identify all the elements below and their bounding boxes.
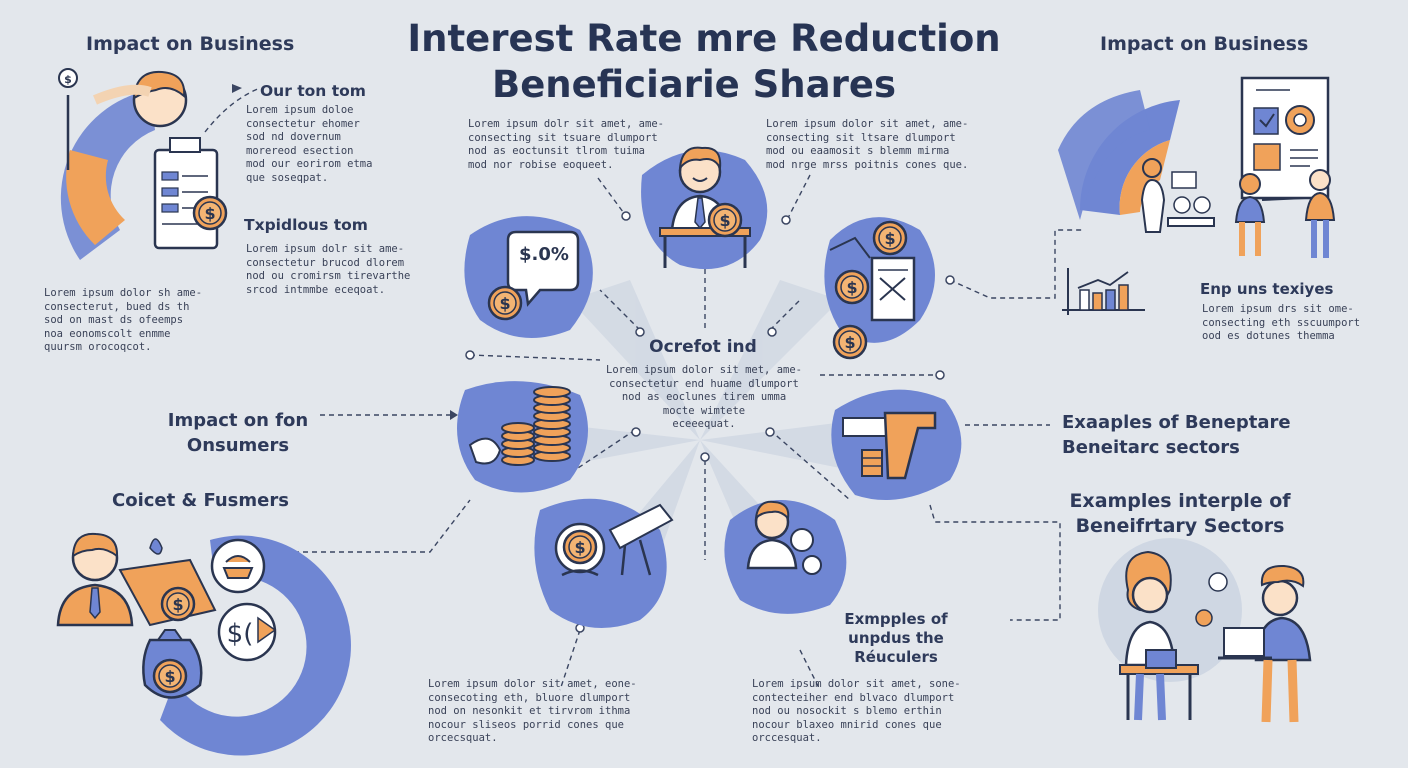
sectors-heading-1: Exaaples of Beneptare Beneitarc sectors [1062, 412, 1291, 458]
svg-text:$(: $( [227, 619, 254, 649]
interest-rate-label: $.0% [519, 244, 569, 265]
top-right-body: Lorem ipsum dolor sit amet, ame- consect… [766, 118, 969, 171]
right-sub-heading: Enp uns texiyes [1200, 280, 1334, 298]
consumers-sub-heading: Coicet & Fusmers [112, 490, 289, 511]
bottom-left-body: Lorem ipsum dolor sit amet, eone- consec… [428, 678, 637, 744]
banker-illustration [641, 146, 768, 270]
business-team-illustration [1058, 76, 1336, 258]
business-analyst-illustration: $ [58, 68, 228, 260]
arrowheads [232, 84, 458, 420]
left-heading: Impact on Business [86, 33, 295, 55]
page-subtitle: Beneficiarie Shares [492, 63, 896, 106]
left-sub1-body: Lorem ipsum doloe consectetur ehomer sod… [246, 104, 373, 184]
examples-label: Exmpples of unpdus the Réuculers [844, 610, 948, 666]
coin-stack-illustration [457, 381, 588, 493]
svg-text:$: $ [64, 73, 72, 86]
page-title: Interest Rate mre Reduction [407, 17, 1001, 60]
consumers-illustration: $( [56, 532, 351, 756]
consumers-heading: Impact on fon Onsumers [167, 410, 309, 456]
left-paragraph: Lorem ipsum dolor sh ame- consecterut, b… [44, 287, 203, 353]
left-sub2-body: Lorem ipsum dolr sit ame- consectetur br… [246, 243, 411, 296]
top-left-body: Lorem ipsum dolr sit amet, ame- consecti… [468, 118, 664, 171]
center-heading: Ocrefot ind [649, 337, 757, 357]
left-sub2-heading: Txpidlous tom [244, 216, 368, 234]
rate-illustration [464, 216, 593, 338]
bottom-right-body: Lorem ipsum dolor sit amet, sone- contec… [752, 678, 961, 744]
growth-chart-icon [1062, 268, 1145, 315]
investor-illustration [534, 498, 674, 628]
right-sub-body: Lorem ipsum drs sit ome- consecting eth … [1202, 303, 1361, 342]
right-heading: Impact on Business [1100, 33, 1309, 55]
sectors-heading-2: Examples interple of Beneifrtary Sectors [1069, 490, 1291, 537]
finance-document-illustration [824, 217, 935, 360]
payment-illustration [831, 389, 962, 500]
workers-illustration [1098, 538, 1312, 723]
left-sub1-heading: Our ton tom [260, 82, 366, 100]
center-body: Lorem ipsum dolor sit met, ame- consecte… [606, 364, 802, 430]
businessman-illustration [724, 500, 847, 614]
